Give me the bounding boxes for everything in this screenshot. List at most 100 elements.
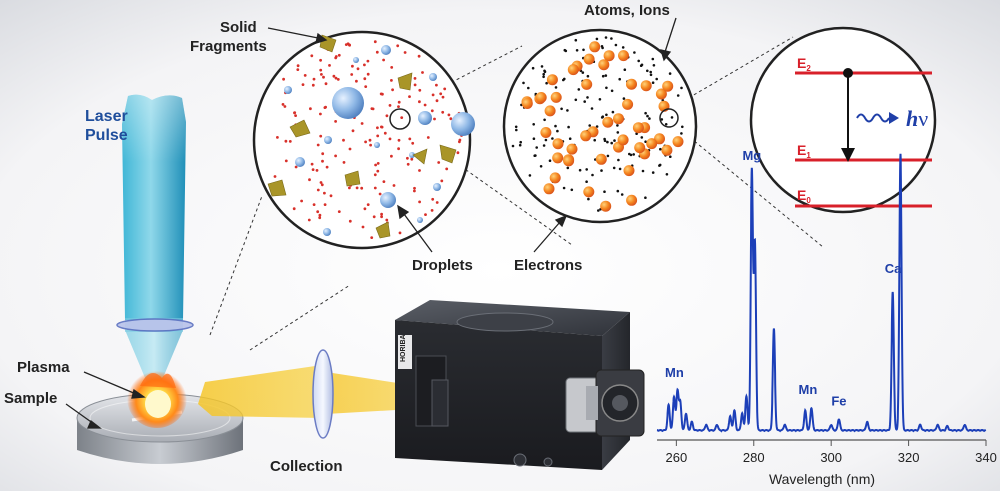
red-particle (440, 179, 444, 183)
red-particle (441, 95, 445, 99)
red-particle (323, 203, 327, 207)
red-particle (281, 103, 285, 106)
red-particle (378, 192, 382, 196)
electron-dot (562, 186, 566, 190)
red-particle (430, 209, 434, 212)
electron-dot (600, 169, 603, 172)
electron-dot (651, 57, 655, 61)
red-particle (413, 186, 416, 190)
red-particle (318, 216, 322, 220)
red-particle (418, 169, 421, 172)
electron-dot (660, 118, 664, 121)
electron-dot (532, 123, 535, 126)
red-particle (413, 189, 416, 193)
red-particle (408, 95, 411, 98)
electron-dot (531, 66, 535, 70)
electron-dot (543, 69, 546, 73)
red-particle (321, 152, 325, 156)
electron-dot (551, 137, 554, 140)
red-particle (337, 53, 341, 57)
zoom-circle-energy (749, 26, 937, 214)
electron-dot (518, 143, 522, 147)
red-particle (337, 210, 341, 214)
electron-dot (585, 180, 588, 183)
red-particle (435, 83, 438, 87)
svg-text:E0: E0 (797, 187, 811, 205)
red-particle (334, 154, 337, 158)
atom-ion (617, 134, 629, 146)
electron-dot (522, 81, 525, 85)
red-particle (319, 134, 323, 138)
electrons-label: Electrons (514, 257, 582, 274)
electron-dot (622, 97, 626, 100)
electron-dot (652, 64, 656, 67)
x-tick-label: 340 (975, 450, 997, 465)
atom-ion (626, 78, 637, 90)
red-particle (318, 213, 322, 217)
electron-dot (680, 86, 683, 90)
red-particle (397, 100, 401, 104)
red-particle (382, 180, 386, 184)
red-particle (319, 58, 322, 62)
peak-annotation: Mn (665, 365, 684, 380)
red-particle (319, 181, 323, 184)
atom-ion (581, 78, 593, 90)
laser-label-line1: Laser (85, 108, 128, 125)
electron-dot (548, 159, 552, 162)
red-particle (350, 73, 354, 76)
red-particle (418, 200, 421, 204)
atom-ion (661, 144, 673, 156)
atom-ion (567, 64, 579, 76)
svg-text:E2: E2 (797, 55, 811, 73)
electron-dot (669, 155, 672, 158)
red-particle (303, 74, 307, 77)
red-particle (437, 161, 441, 164)
electron-dot (640, 136, 644, 139)
electron-dot (528, 174, 532, 177)
electron-dot (514, 125, 518, 129)
atom-ion (662, 80, 674, 92)
electron-dot (539, 165, 543, 168)
electron-dot (566, 166, 570, 170)
electron-dot (610, 141, 613, 145)
atom-ion (543, 183, 555, 195)
electron-dot (605, 113, 608, 117)
red-particle (385, 114, 389, 118)
electron-dot (620, 193, 624, 196)
electron-dot (614, 43, 618, 47)
electron-dot (544, 138, 548, 142)
red-particle (308, 178, 311, 182)
red-particle (398, 231, 402, 235)
red-particle (311, 83, 315, 87)
red-particle (371, 107, 375, 111)
red-particle (310, 162, 314, 166)
laser-label-line2: Pulse (85, 127, 128, 144)
red-particle (296, 64, 300, 68)
atom-ion (583, 186, 595, 198)
red-particle (369, 143, 372, 147)
electron-dot (606, 140, 609, 144)
red-particle (329, 194, 333, 198)
red-particle (309, 107, 312, 111)
red-particle (439, 92, 443, 96)
collection-lens (312, 349, 334, 439)
electron-dot (644, 111, 647, 115)
atom-ion (618, 50, 629, 62)
electron-dot (637, 59, 640, 63)
electron-dot (604, 74, 608, 77)
red-particle (320, 73, 323, 76)
red-particle (376, 134, 380, 138)
red-particle (366, 72, 370, 76)
electron-dot (593, 138, 596, 142)
electron-dot (543, 118, 546, 122)
red-particle (324, 105, 327, 109)
atom-ion (563, 155, 575, 167)
red-particle (292, 207, 296, 211)
electron-dot (629, 153, 633, 157)
red-particle (418, 100, 421, 104)
plasma-label: Plasma (17, 359, 70, 376)
electron-dot (597, 209, 600, 212)
spectrometer: HORIBA (395, 300, 645, 470)
text-labels: Laser Pulse Plasma Sample Collection Sol… (4, 2, 670, 475)
red-particle (449, 117, 453, 121)
